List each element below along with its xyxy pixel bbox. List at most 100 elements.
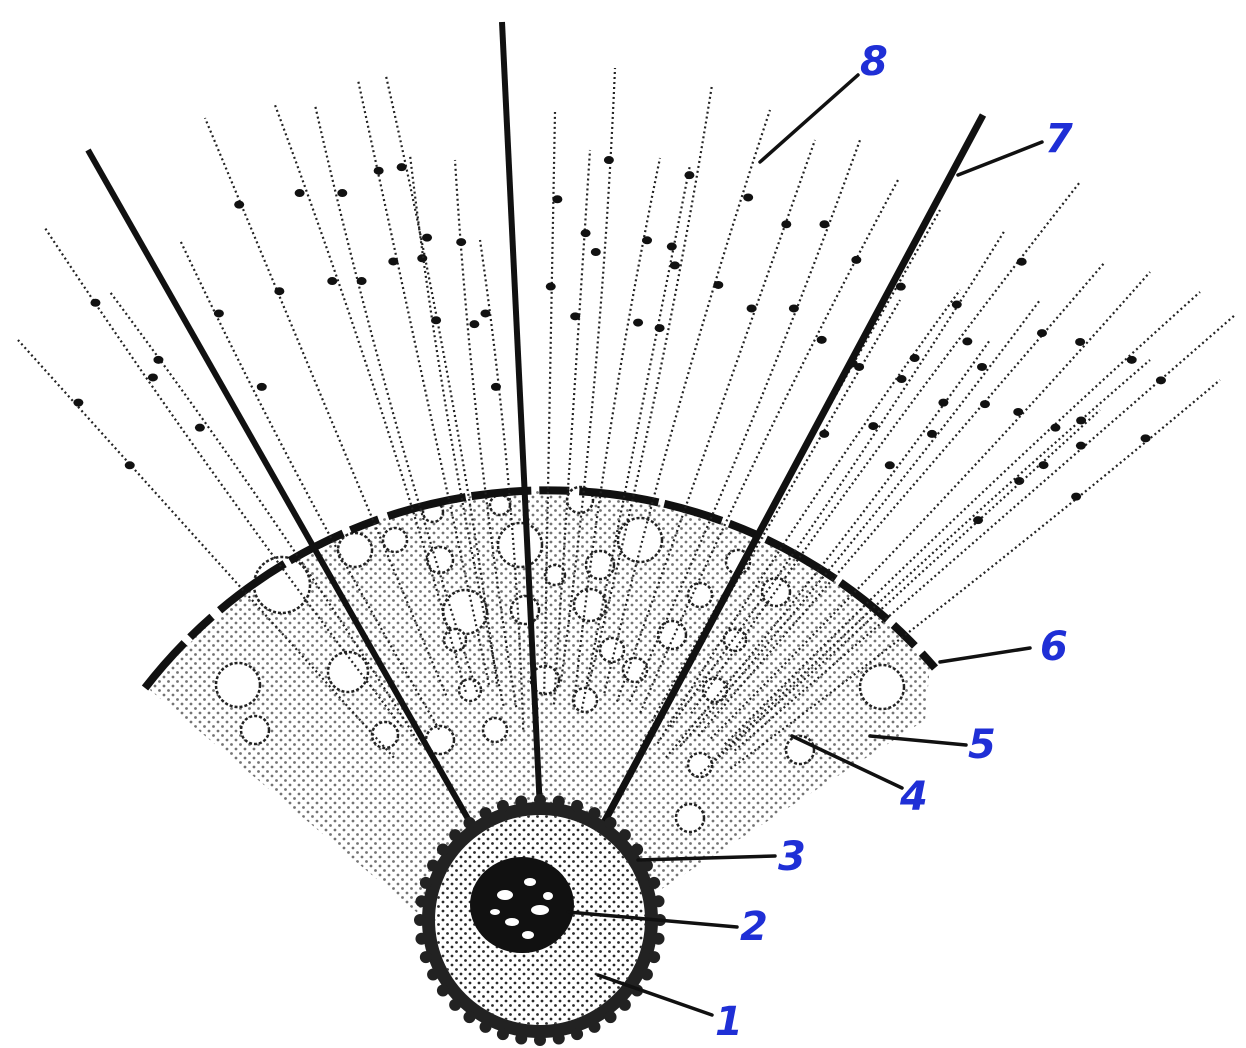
granule (655, 324, 665, 332)
callout-label-8: 8 (860, 39, 888, 85)
granule (897, 375, 907, 383)
granule (195, 424, 205, 432)
vacuole (676, 804, 704, 832)
vacuole (658, 621, 686, 649)
membrane-tooth (619, 999, 631, 1011)
callout-6: 6 (940, 624, 1068, 670)
vacuole (618, 518, 662, 562)
membrane-tooth (648, 951, 660, 963)
membrane-tooth (463, 817, 475, 829)
granule (397, 163, 407, 171)
granule (295, 189, 305, 197)
granule (1127, 356, 1137, 364)
membrane-tooth (463, 1011, 475, 1023)
central-capsule (414, 794, 666, 1046)
granule (1156, 376, 1166, 384)
granule (781, 220, 791, 228)
granule (713, 281, 723, 289)
granule (417, 254, 427, 262)
vacuole (483, 718, 507, 742)
vacuole (860, 665, 904, 709)
granule (431, 316, 441, 324)
granule (1039, 461, 1049, 469)
granule (234, 201, 244, 209)
callout-label-5: 5 (968, 722, 996, 768)
granule (962, 337, 972, 345)
vacuole (573, 688, 597, 712)
granule (1076, 442, 1086, 450)
granule (684, 171, 694, 179)
vacuole (338, 533, 372, 567)
callout-label-3: 3 (778, 834, 806, 880)
granule (642, 236, 652, 244)
callout-label-6: 6 (1040, 624, 1068, 670)
granule (633, 319, 643, 327)
membrane-tooth (588, 807, 600, 819)
granule (581, 229, 591, 237)
vacuole (216, 663, 260, 707)
membrane-tooth (427, 860, 439, 872)
vacuole (383, 528, 407, 552)
granule (743, 193, 753, 201)
membrane-tooth (571, 1028, 583, 1040)
membrane-tooth (534, 794, 546, 806)
granule (885, 461, 895, 469)
granule (552, 195, 562, 203)
vacuole (623, 658, 647, 682)
granule (480, 309, 490, 317)
granule (1013, 408, 1023, 416)
granule (952, 301, 962, 309)
granule (789, 304, 799, 312)
membrane-tooth (437, 843, 449, 855)
membrane-tooth (497, 1028, 509, 1040)
membrane-tooth (619, 829, 631, 841)
granule (546, 283, 556, 291)
granule (422, 234, 432, 242)
membrane-tooth (437, 985, 449, 997)
granule (456, 238, 466, 246)
granule (73, 399, 83, 407)
vacuole (498, 523, 542, 567)
callout-label-2: 2 (740, 904, 768, 950)
vacuole (241, 716, 269, 744)
membrane-tooth (553, 1033, 565, 1045)
granule (337, 189, 347, 197)
membrane-tooth (420, 877, 432, 889)
membrane-tooth (414, 914, 426, 926)
granule (90, 299, 100, 307)
granule (604, 156, 614, 164)
membrane-tooth (553, 795, 565, 807)
membrane-tooth (605, 817, 617, 829)
membrane-tooth (605, 1011, 617, 1023)
granule (670, 261, 680, 269)
membrane-tooth (415, 933, 427, 945)
membrane-tooth (480, 807, 492, 819)
membrane-tooth (653, 933, 665, 945)
granule (327, 277, 337, 285)
granule (896, 283, 906, 291)
granule (938, 399, 948, 407)
granule (819, 430, 829, 438)
granule (388, 257, 398, 265)
vacuole (574, 589, 606, 621)
granule (214, 309, 224, 317)
membrane-tooth (534, 1034, 546, 1046)
granule (357, 277, 367, 285)
membrane-tooth (449, 999, 461, 1011)
membrane-tooth (641, 968, 653, 980)
granule (1071, 493, 1081, 501)
membrane-tooth (480, 1021, 492, 1033)
callout-label-7: 7 (1045, 116, 1073, 162)
granule (868, 422, 878, 430)
granule (819, 220, 829, 228)
membrane-tooth (449, 829, 461, 841)
granule (854, 363, 864, 371)
granule (910, 354, 920, 362)
granule (1141, 434, 1151, 442)
vacuole (490, 495, 510, 515)
granule (148, 373, 158, 381)
membrane-tooth (588, 1021, 600, 1033)
vacuole (511, 596, 539, 624)
granule (977, 363, 987, 371)
granule (1017, 258, 1027, 266)
